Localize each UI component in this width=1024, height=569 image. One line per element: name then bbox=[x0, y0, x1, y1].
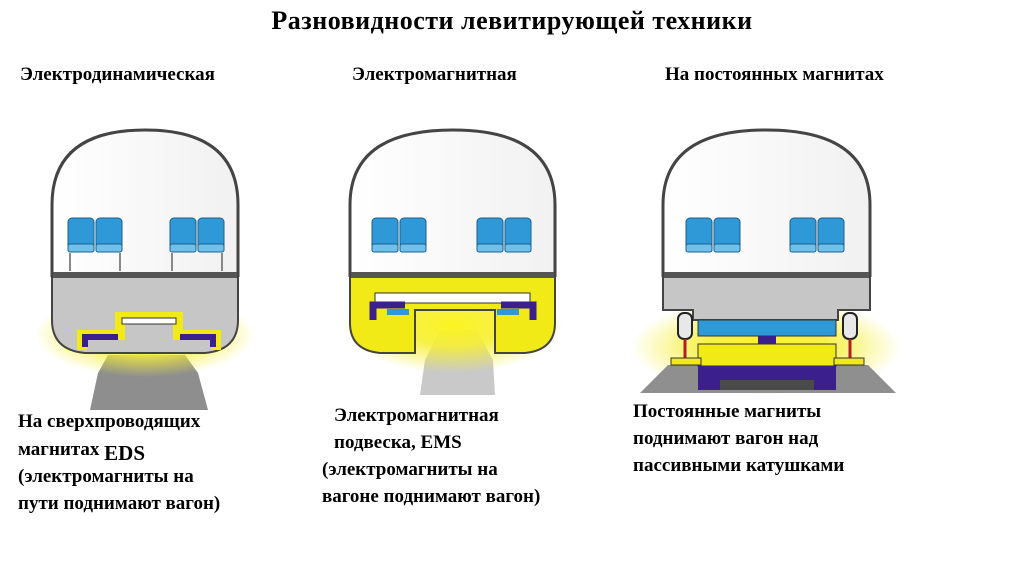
seat-icon bbox=[685, 217, 845, 253]
magnet-icon bbox=[369, 301, 537, 320]
seat-icon bbox=[67, 217, 225, 271]
cabin-floor bbox=[53, 272, 237, 278]
caption-permanent: Постоянные магниты поднимают вагон над п… bbox=[633, 401, 845, 476]
caption-eds: На сверхпроводящих магнитах EDS (электро… bbox=[18, 411, 221, 514]
caption-ems: Электромагнитная подвеска, EMS (электром… bbox=[322, 405, 541, 507]
diagram-title: Разновидности левитирующей техники bbox=[271, 6, 753, 35]
permanent-magnet-train-diagram bbox=[631, 128, 901, 395]
rail-beam bbox=[374, 292, 531, 304]
eds-train-diagram bbox=[35, 128, 255, 410]
seat-icon bbox=[371, 217, 532, 253]
ems-train-diagram bbox=[343, 128, 563, 395]
heading-ems: Электромагнитная bbox=[352, 64, 517, 85]
heading-permanent: На постоянных магнитах bbox=[665, 64, 884, 85]
heading-eds: Электродинамическая bbox=[20, 64, 215, 85]
wheel-icon bbox=[670, 312, 865, 366]
